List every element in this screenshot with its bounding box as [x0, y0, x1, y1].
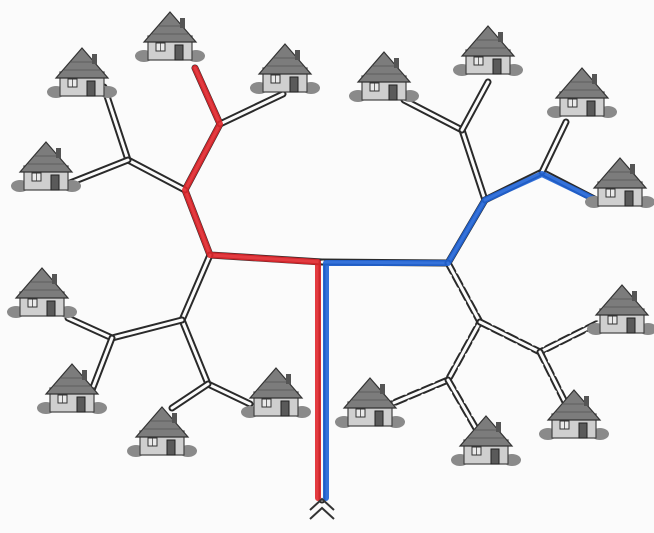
- house-icon: [135, 12, 205, 62]
- house-icon: [349, 52, 419, 102]
- blue-path: [326, 174, 600, 498]
- house-icon: [539, 390, 609, 440]
- house-icon: [547, 68, 617, 118]
- house-icon: [250, 44, 320, 94]
- house-icon: [453, 26, 523, 76]
- house-icon: [11, 142, 81, 192]
- house-icon: [7, 268, 77, 318]
- house-icon: [127, 407, 197, 457]
- house-icon: [587, 285, 654, 335]
- house-icon: [241, 368, 311, 418]
- house-icon: [47, 48, 117, 98]
- house-icon: [585, 158, 654, 208]
- houses: [7, 12, 654, 466]
- house-icon: [451, 416, 521, 466]
- road-left-branch: [68, 68, 322, 408]
- red-path: [185, 68, 318, 498]
